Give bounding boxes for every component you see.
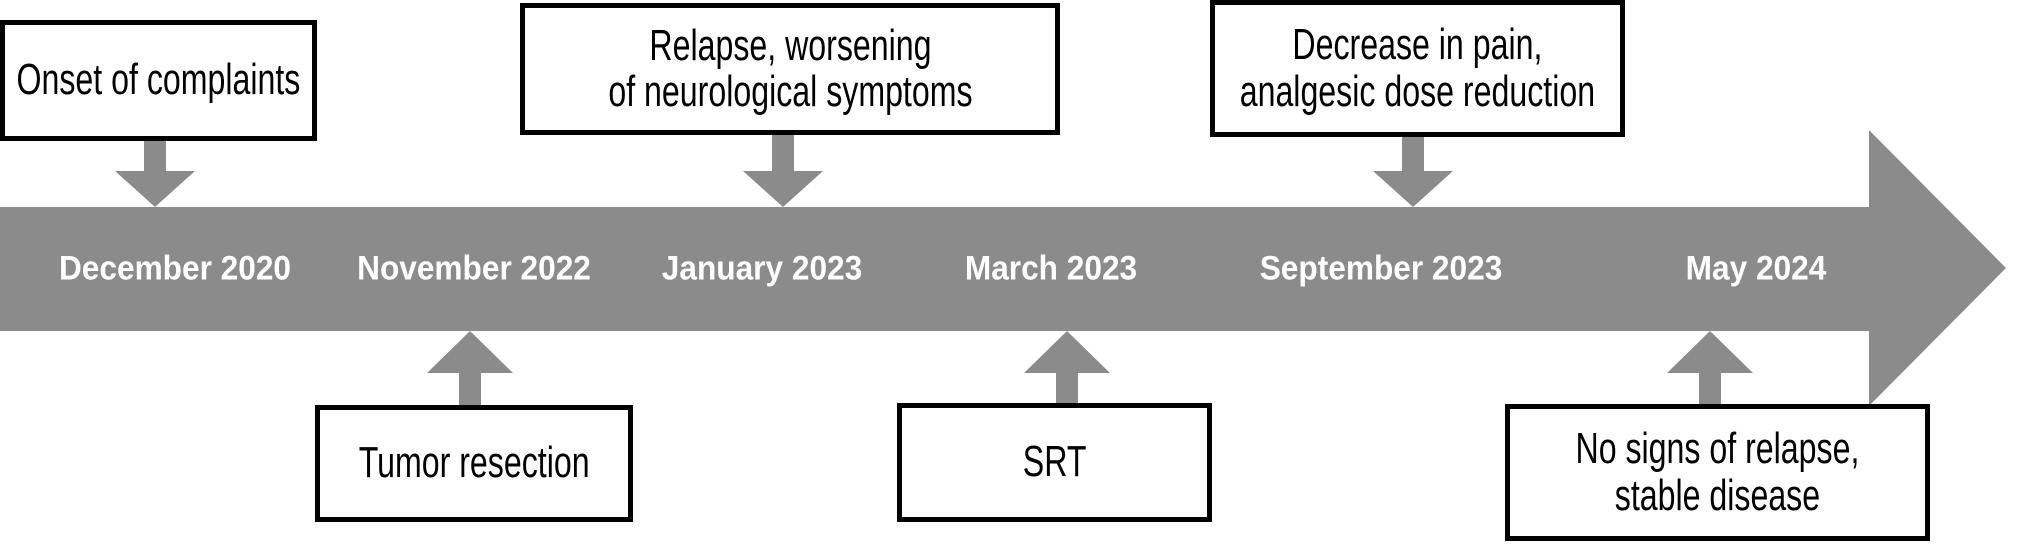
- up-arrow-head-icon: [1024, 331, 1110, 373]
- event-box-label: SRT: [1022, 437, 1087, 487]
- event-box-tumor-resection: Tumor resection: [315, 405, 633, 522]
- timeline-date-december-2020: December 2020: [50, 250, 300, 289]
- date-label: September 2023: [1259, 249, 1503, 288]
- down-arrow-head-icon: [115, 171, 195, 207]
- event-box-label: Relapse, worsening of neurological sympt…: [607, 20, 973, 116]
- up-arrow-head-icon: [427, 331, 513, 373]
- timeline-date-november-2022: November 2022: [348, 250, 599, 289]
- down-arrow-stem-relapse: [772, 135, 794, 171]
- up-arrow-stem-tumor: [459, 372, 481, 405]
- event-box-label: No signs of relapse, stable disease: [1575, 424, 1860, 520]
- date-label: May 2024: [1685, 249, 1827, 288]
- timeline-date-january-2023: January 2023: [654, 250, 870, 289]
- date-label: January 2023: [661, 249, 863, 288]
- up-arrow-head-icon: [1667, 331, 1753, 373]
- event-box-srt: SRT: [897, 403, 1212, 522]
- event-box-onset-of-complaints: Onset of complaints: [0, 20, 317, 141]
- date-label: March 2023: [964, 249, 1138, 288]
- event-box-decrease-in-pain: Decrease in pain, analgesic dose reducti…: [1210, 0, 1625, 137]
- event-box-relapse: Relapse, worsening of neurological sympt…: [520, 3, 1060, 135]
- event-box-no-signs-of-relapse: No signs of relapse, stable disease: [1505, 404, 1930, 541]
- event-box-label: Decrease in pain, analgesic dose reducti…: [1239, 20, 1596, 116]
- timeline-date-march-2023: March 2023: [958, 250, 1143, 289]
- up-arrow-stem-no-signs: [1699, 372, 1721, 404]
- down-arrow-stem-onset: [144, 141, 166, 171]
- date-label: November 2022: [357, 249, 591, 288]
- timeline-date-may-2024: May 2024: [1680, 250, 1831, 289]
- timeline-date-september-2023: September 2023: [1251, 250, 1512, 289]
- down-arrow-head-icon: [1373, 171, 1453, 207]
- down-arrow-head-icon: [743, 171, 823, 207]
- event-box-label: Tumor resection: [358, 438, 590, 488]
- timeline-arrowhead-icon: [1869, 130, 2006, 406]
- down-arrow-stem-decrease: [1402, 137, 1424, 171]
- date-label: December 2020: [58, 249, 292, 288]
- up-arrow-stem-srt: [1056, 372, 1078, 403]
- timeline-bar: [0, 207, 1869, 331]
- event-box-label: Onset of complaints: [16, 55, 301, 105]
